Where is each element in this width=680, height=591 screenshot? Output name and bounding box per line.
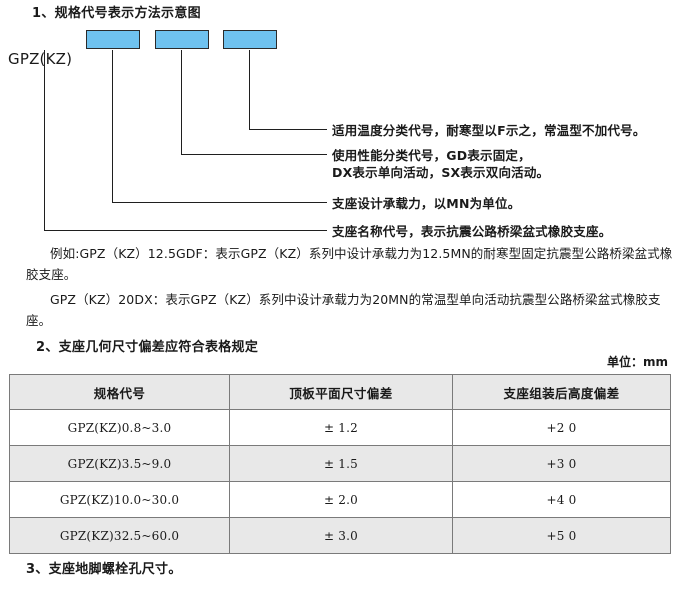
section-heading-3: 3、支座地脚螺栓孔尺寸。 (26, 562, 182, 577)
leader-line-temperature (249, 50, 327, 130)
cell-spec-code: GPZ(KZ)10.0~30.0 (9, 481, 230, 518)
annotation-performance: 使用性能分类代号，GD表示固定， DX表示单向活动，SX表示双向活动。 (332, 148, 550, 180)
cell-assembled-height-tolerance: +2 0 (452, 409, 671, 446)
spec-code-diagram: GPZ(KZ) 适用温度分类代号，耐寒型以F示之，常温型不加代号。 使用性能分类… (0, 22, 680, 239)
cell-assembled-height-tolerance: +4 0 (452, 481, 671, 518)
cell-top-plate-tolerance: ± 1.2 (229, 409, 453, 446)
leader-line-name (44, 50, 327, 231)
cell-top-plate-tolerance: ± 3.0 (229, 517, 453, 554)
cell-spec-code: GPZ(KZ)3.5~9.0 (9, 445, 230, 482)
table-row: GPZ(KZ)10.0~30.0± 2.0+4 0 (9, 481, 671, 518)
code-prefix-label: GPZ(KZ) (8, 50, 73, 68)
section-heading-1: 1、规格代号表示方法示意图 (32, 6, 201, 21)
cell-assembled-height-tolerance: +5 0 (452, 517, 671, 554)
table-row: GPZ(KZ)32.5~60.0± 3.0+5 0 (9, 517, 671, 554)
table-header-row: 规格代号 顶板平面尺寸偏差 支座组装后高度偏差 (9, 374, 671, 410)
leader-line-capacity (112, 50, 327, 203)
cell-assembled-height-tolerance: +3 0 (452, 445, 671, 482)
annotation-temperature: 适用温度分类代号，耐寒型以F示之，常温型不加代号。 (332, 123, 646, 138)
cell-spec-code: GPZ(KZ)0.8~3.0 (9, 409, 230, 446)
tolerance-table: 规格代号 顶板平面尺寸偏差 支座组装后高度偏差 GPZ(KZ)0.8~3.0± … (9, 374, 671, 554)
annotation-name: 支座名称代号，表示抗震公路桥梁盆式橡胶支座。 (332, 224, 612, 239)
capacity-box (86, 30, 140, 49)
column-header-top-plate-tolerance: 顶板平面尺寸偏差 (229, 374, 453, 410)
table-row: GPZ(KZ)3.5~9.0± 1.5+3 0 (9, 445, 671, 482)
temperature-box (223, 30, 277, 49)
annotation-capacity: 支座设计承载力，以MN为单位。 (332, 196, 521, 211)
table-row: GPZ(KZ)0.8~3.0± 1.2+2 0 (9, 409, 671, 446)
section-heading-2: 2、支座几何尺寸偏差应符合表格规定 (36, 340, 259, 355)
performance-box (155, 30, 209, 49)
leader-line-performance (181, 50, 327, 155)
column-header-spec-code: 规格代号 (9, 374, 230, 410)
unit-note: 单位：mm (606, 355, 668, 369)
column-header-assembled-height-tolerance: 支座组装后高度偏差 (452, 374, 671, 410)
cell-top-plate-tolerance: ± 2.0 (229, 481, 453, 518)
example-paragraph-2: GPZ（KZ）20DX：表示GPZ（KZ）系列中设计承载力为20MN的常温型单向… (26, 292, 661, 328)
example-paragraph-1: 例如:GPZ（KZ）12.5GDF：表示GPZ（KZ）系列中设计承载力为12.5… (26, 246, 673, 282)
cell-spec-code: GPZ(KZ)32.5~60.0 (9, 517, 230, 554)
cell-top-plate-tolerance: ± 1.5 (229, 445, 453, 482)
